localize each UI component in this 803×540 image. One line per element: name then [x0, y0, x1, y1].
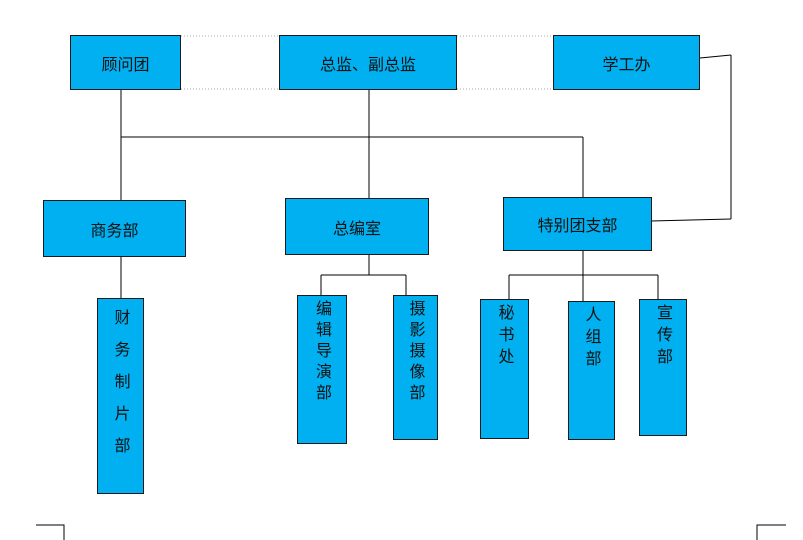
- node-editorial-label: 总编室: [332, 218, 381, 238]
- node-editorial: 总编室: [285, 198, 429, 255]
- corner-mark-left: [36, 524, 65, 540]
- node-advisors-label: 顾问团: [101, 54, 150, 74]
- node-photo-label: 摄影摄像部: [406, 300, 426, 405]
- node-directors: 总监、副总监: [279, 35, 457, 90]
- node-special-branch: 特别团支部: [503, 197, 652, 251]
- node-business: 商务部: [43, 200, 186, 257]
- node-finance-label: 财务制片部: [111, 309, 131, 469]
- node-student-affairs: 学工办: [553, 35, 700, 90]
- node-secretariat: 秘书处: [480, 299, 529, 439]
- node-secretariat-label: 秘书处: [495, 304, 515, 370]
- node-student-affairs-label: 学工办: [602, 54, 651, 74]
- node-personnel: 人组部: [568, 301, 615, 440]
- node-editing: 编辑导演部: [297, 295, 347, 444]
- node-publicity-label: 宣传部: [654, 304, 673, 370]
- node-business-label: 商务部: [90, 220, 139, 240]
- corner-mark-right: [756, 524, 786, 540]
- node-special-branch-label: 特别团支部: [537, 216, 618, 235]
- node-photo: 摄影摄像部: [393, 295, 438, 440]
- node-directors-label: 总监、副总监: [319, 54, 416, 74]
- connector-office-out: [699, 54, 732, 59]
- node-advisors: 顾问团: [70, 35, 181, 90]
- node-finance: 财务制片部: [97, 298, 144, 494]
- node-editing-label: 编辑导演部: [313, 300, 332, 405]
- connector-office-in: [650, 218, 732, 222]
- node-publicity: 宣传部: [639, 299, 687, 436]
- node-personnel-label: 人组部: [582, 306, 602, 372]
